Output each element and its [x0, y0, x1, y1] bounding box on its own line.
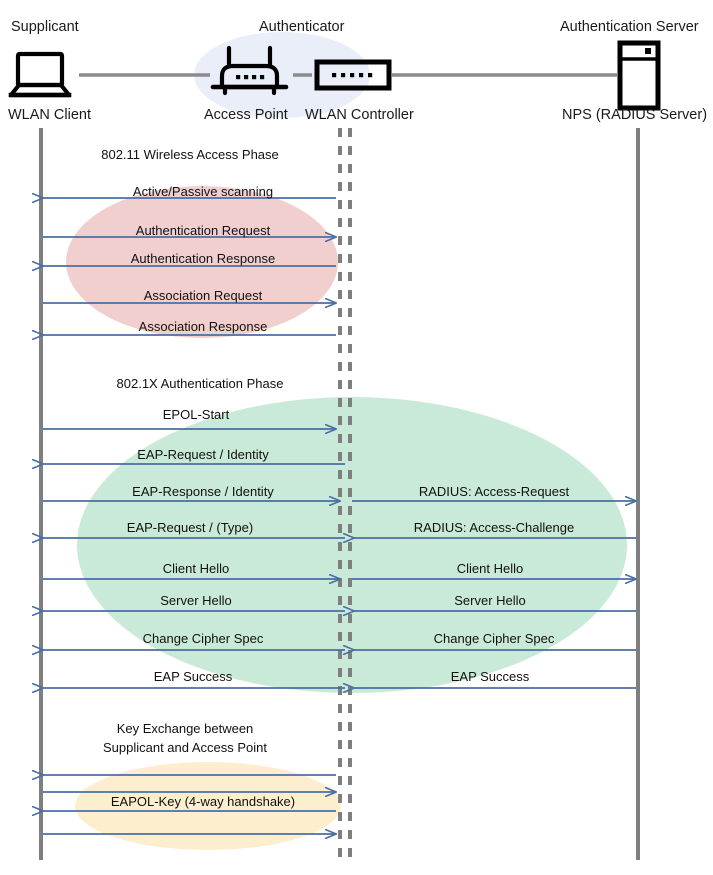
phase-ellipse-wireless-access	[66, 186, 338, 338]
message-label-authentication-request: Authentication Request	[135, 223, 271, 238]
phase-title-key-exchange-line1: Key Exchange between	[116, 721, 254, 736]
access-point-icon	[210, 45, 289, 96]
message-label-authentication-response: Authentication Response	[130, 251, 276, 266]
role-label-supplicant: Supplicant	[11, 19, 79, 35]
message-label-radius-access-request: RADIUS: Access-Request	[418, 484, 570, 499]
laptop-icon	[8, 51, 72, 98]
phase-title-key-exchange-line2: Supplicant and Access Point	[102, 740, 268, 755]
message-label-eap-request-identity: EAP-Request / Identity	[137, 447, 269, 462]
device-label-nps-radius-server: NPS (RADIUS Server)	[562, 107, 708, 123]
message-label-eap-success-right: EAP Success	[450, 669, 530, 684]
message-label-eap-request-type: EAP-Request / (Type)	[126, 520, 254, 535]
message-label-eapol-key: EAPOL-Key (4-way handshake)	[110, 794, 296, 809]
server-icon	[617, 40, 661, 111]
role-label-authentication-server: Authentication Server	[560, 19, 699, 35]
wlan-controller-icon	[314, 59, 392, 91]
device-label-wlan-controller: WLAN Controller	[305, 107, 414, 123]
phase-title-wireless-access: 802.11 Wireless Access Phase	[101, 147, 279, 162]
message-label-eap-success-left: EAP Success	[153, 669, 233, 684]
message-label-association-request: Association Request	[143, 288, 263, 303]
message-label-radius-access-challenge: RADIUS: Access-Challenge	[413, 520, 575, 535]
role-label-authenticator: Authenticator	[259, 19, 345, 35]
message-label-change-cipher-spec-right: Change Cipher Spec	[433, 631, 555, 646]
phase-title-dot1x: 802.1X Authentication Phase	[116, 376, 284, 391]
authenticator-group-ellipse	[194, 32, 370, 118]
message-label-server-hello-right: Server Hello	[454, 593, 526, 608]
device-label-wlan-client: WLAN Client	[8, 107, 91, 123]
message-label-change-cipher-spec-left: Change Cipher Spec	[142, 631, 264, 646]
message-label-client-hello-right: Client Hello	[456, 561, 524, 576]
message-label-eapol-start: EPOL-Start	[162, 407, 230, 422]
message-label-server-hello-left: Server Hello	[160, 593, 232, 608]
device-label-access-point: Access Point	[204, 107, 288, 123]
message-label-association-response: Association Response	[138, 319, 268, 334]
message-label-active-passive-scanning: Active/Passive scanning	[132, 184, 274, 199]
message-label-client-hello-left: Client Hello	[162, 561, 230, 576]
message-label-eap-response-identity: EAP-Response / Identity	[132, 484, 274, 499]
